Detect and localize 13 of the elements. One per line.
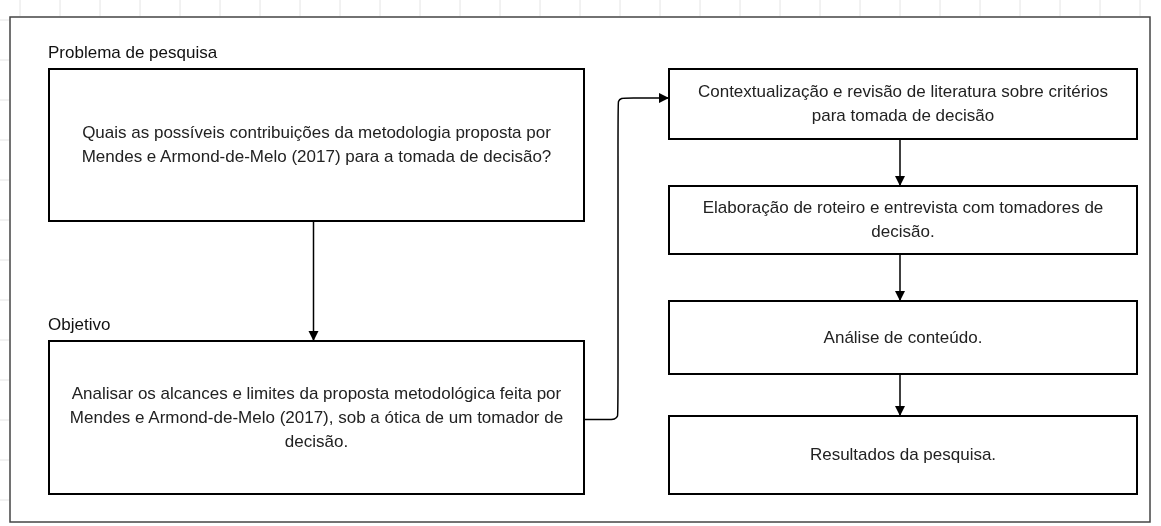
box-text: Contextualização e revisão de literatura sobre critérios para tomada de decisão: [696, 81, 1110, 127]
box-text: Resultados da pesquisa.: [809, 444, 997, 466]
arrow: [894, 139, 906, 187]
section-heading: Problema de pesquisa: [48, 42, 218, 64]
arrow: [584, 92, 670, 421]
box-text: Análise de conteúdo.: [823, 326, 983, 349]
arrow: [308, 221, 319, 342]
arrow: [894, 254, 906, 302]
arrow: [894, 374, 906, 417]
box-text: Elaboração de roteiro e entrevista com tomadores de decisão.: [701, 197, 1105, 243]
section-heading: Objetivo: [48, 314, 111, 336]
box-text: Quais as possíveis contribuições da metodologia proposta por Mendes e Armond-de-Melo (2017) para a tomada de decisão?: [80, 122, 553, 168]
box-text: Analisar os alcances e limites da proposta metodológica feita por Mendes e Armond-de-Melo (2017), sob a ótica de um tomador de decisão.: [68, 382, 565, 453]
